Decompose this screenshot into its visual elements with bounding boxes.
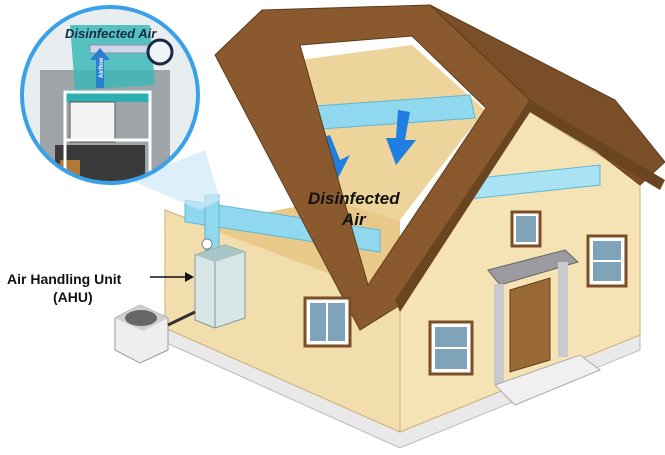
window xyxy=(510,210,542,248)
ahu-cutaway-inset xyxy=(22,7,198,183)
window xyxy=(586,234,628,288)
arrow-down-icon xyxy=(386,110,416,165)
ahu-label-line2: (AHU) xyxy=(53,289,93,305)
house-air-label-line1: Disinfected xyxy=(308,189,400,208)
door xyxy=(509,277,551,373)
air-handling-unit xyxy=(194,238,246,329)
house-air-label-line2: Air xyxy=(341,210,367,229)
portico-roof xyxy=(487,249,579,286)
inset-callout-beam xyxy=(130,150,220,210)
outdoor-condenser-unit xyxy=(114,304,196,364)
portico-column xyxy=(558,262,568,357)
airflow-label: Airflow xyxy=(99,57,105,78)
window xyxy=(303,296,352,348)
steps xyxy=(494,354,602,406)
airflow-arrow-icon xyxy=(90,48,110,88)
window xyxy=(428,320,474,376)
inset-ring xyxy=(20,5,200,185)
arrow-right-icon xyxy=(185,272,194,282)
inset-title: Disinfected Air xyxy=(65,26,157,41)
portico-column xyxy=(494,284,504,384)
interior-wall xyxy=(300,45,485,220)
ahu-label-line1: Air Handling Unit xyxy=(7,271,122,287)
